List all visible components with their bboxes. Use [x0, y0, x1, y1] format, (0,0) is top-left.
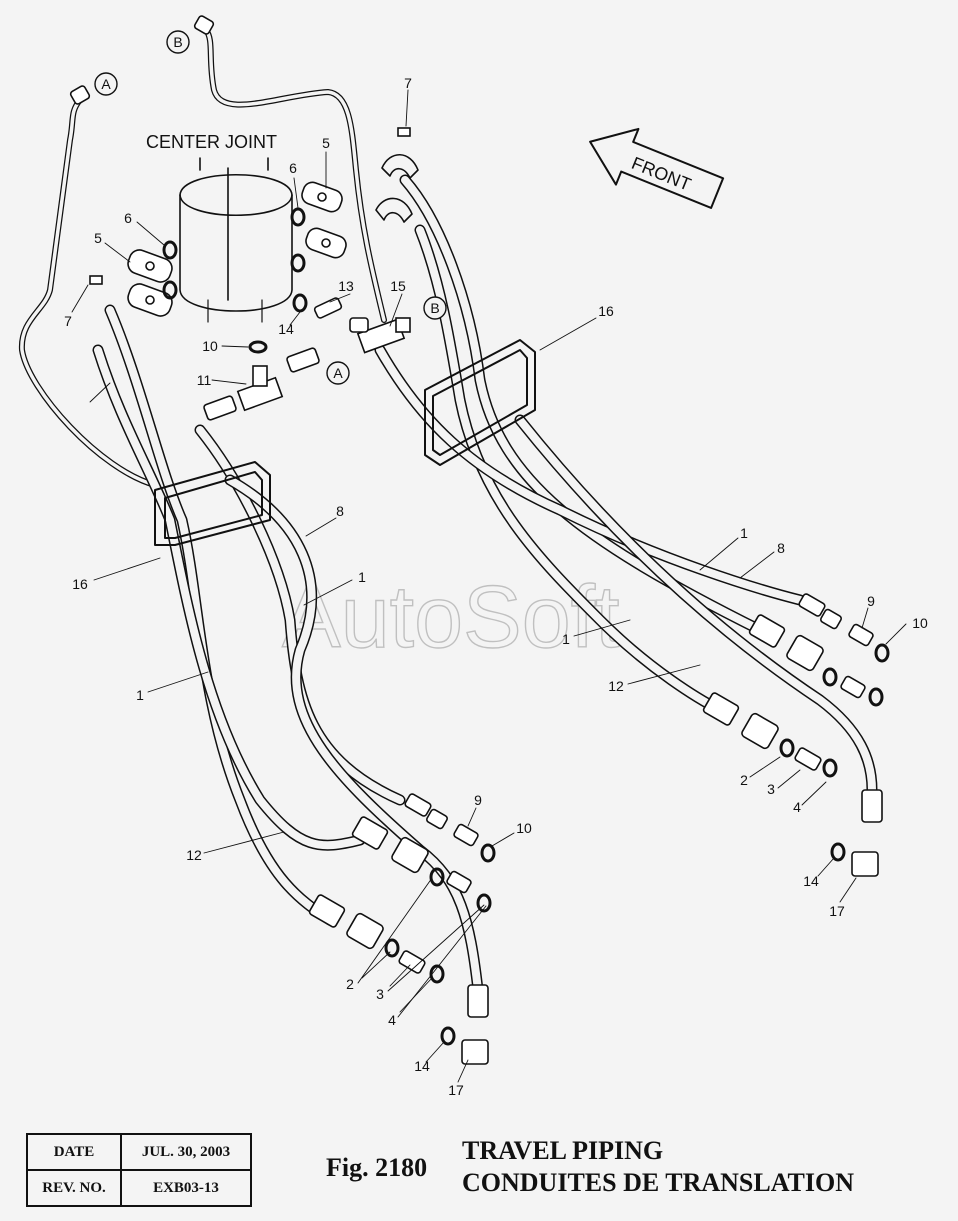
pipe-b-end-fitting [193, 15, 215, 35]
o-rings-joint [162, 207, 308, 354]
left-hose-bundle [92, 304, 484, 996]
callout-number: 14 [278, 321, 294, 337]
o-rings-right [779, 643, 890, 862]
title-block: DATE JUL. 30, 2003 REV. NO. EXB03-13 [26, 1133, 252, 1207]
tee-fitting-11 [236, 365, 284, 412]
callout-number: 2 [346, 976, 354, 992]
callout-number: 17 [448, 1082, 464, 1098]
right-hose-bundle [374, 174, 878, 796]
callout-numbers: 1 1 1 1 2 2 3 3 4 4 5 5 6 6 7 7 8 8 9 9 … [64, 75, 928, 1098]
callout-number: 2 [740, 772, 748, 788]
connectors-center [203, 297, 369, 421]
figure-number: Fig. 2180 [326, 1153, 428, 1182]
pipe-a-end-fitting [69, 85, 91, 105]
hose-clamp-left [154, 461, 271, 546]
svg-text:A: A [333, 365, 343, 381]
callout-number: 11 [197, 372, 212, 388]
callout-number: 1 [136, 687, 144, 703]
callout-number: 13 [338, 278, 354, 294]
center-joint-label: CENTER JOINT [146, 132, 277, 152]
center-joint [179, 157, 293, 323]
svg-text:A: A [101, 76, 111, 92]
front-arrow: FRONT [589, 127, 725, 209]
callout-number: 8 [336, 503, 344, 519]
callout-number: 8 [777, 540, 785, 556]
callout-number: 9 [867, 593, 875, 609]
callout-number: 4 [388, 1012, 396, 1028]
pilot-line-a [18, 97, 158, 488]
marker-a-center: A [326, 361, 350, 385]
date-label: DATE [26, 1133, 122, 1171]
figure-title-en: TRAVEL PIPING [462, 1136, 664, 1165]
leader-lines [71, 89, 907, 1083]
callout-number: 1 [562, 631, 570, 647]
callout-number: 6 [124, 210, 132, 226]
callout-number: 10 [202, 338, 218, 354]
svg-text:B: B [173, 34, 182, 50]
callout-number: 10 [516, 820, 532, 836]
bolt-upper [397, 127, 411, 137]
callout-number: 5 [94, 230, 102, 246]
callout-number: 4 [793, 799, 801, 815]
hose-end-fittings-left [308, 793, 489, 1065]
callout-number: 12 [186, 847, 202, 863]
pilot-line-b [203, 27, 387, 323]
callout-number: 12 [608, 678, 624, 694]
callout-number: 16 [598, 303, 614, 319]
date-value: JUL. 30, 2003 [120, 1133, 252, 1171]
callout-number: 7 [404, 75, 412, 91]
svg-text:B: B [430, 300, 439, 316]
callout-number: 1 [358, 569, 366, 585]
callout-number: 16 [72, 576, 88, 592]
callout-number: 15 [390, 278, 406, 294]
figure-title-fr: CONDUITES DE TRANSLATION [462, 1168, 855, 1197]
hose-clamp-right [424, 339, 536, 466]
bolt-lower [89, 275, 103, 285]
figure-title: TRAVEL PIPING CONDUITES DE TRANSLATION [462, 1135, 854, 1199]
elbow-fitting-lower [375, 197, 413, 223]
rev-label: REV. NO. [26, 1169, 122, 1207]
callout-number: 17 [829, 903, 845, 919]
callout-number: 5 [322, 135, 330, 151]
callout-number: 6 [289, 160, 297, 176]
callout-number: 7 [64, 313, 72, 329]
callout-number: 14 [803, 873, 819, 889]
o-rings-left [384, 843, 496, 1046]
flange-upper [301, 181, 347, 259]
marker-b-center: B [423, 296, 447, 320]
rev-value: EXB03-13 [120, 1169, 252, 1207]
callout-number: 1 [740, 525, 748, 541]
elbow-fitting-upper [381, 153, 419, 179]
flange-lower [127, 249, 173, 317]
marker-b-top: B [166, 30, 190, 54]
callout-number: 9 [474, 792, 482, 808]
tee-fitting-15 [356, 317, 411, 354]
callout-number: 14 [414, 1058, 430, 1074]
callout-number: 3 [376, 986, 384, 1002]
marker-a-top: A [94, 72, 118, 96]
callout-number: 3 [767, 781, 775, 797]
callout-number: 10 [912, 615, 928, 631]
hose-end-fittings-right [702, 593, 883, 877]
